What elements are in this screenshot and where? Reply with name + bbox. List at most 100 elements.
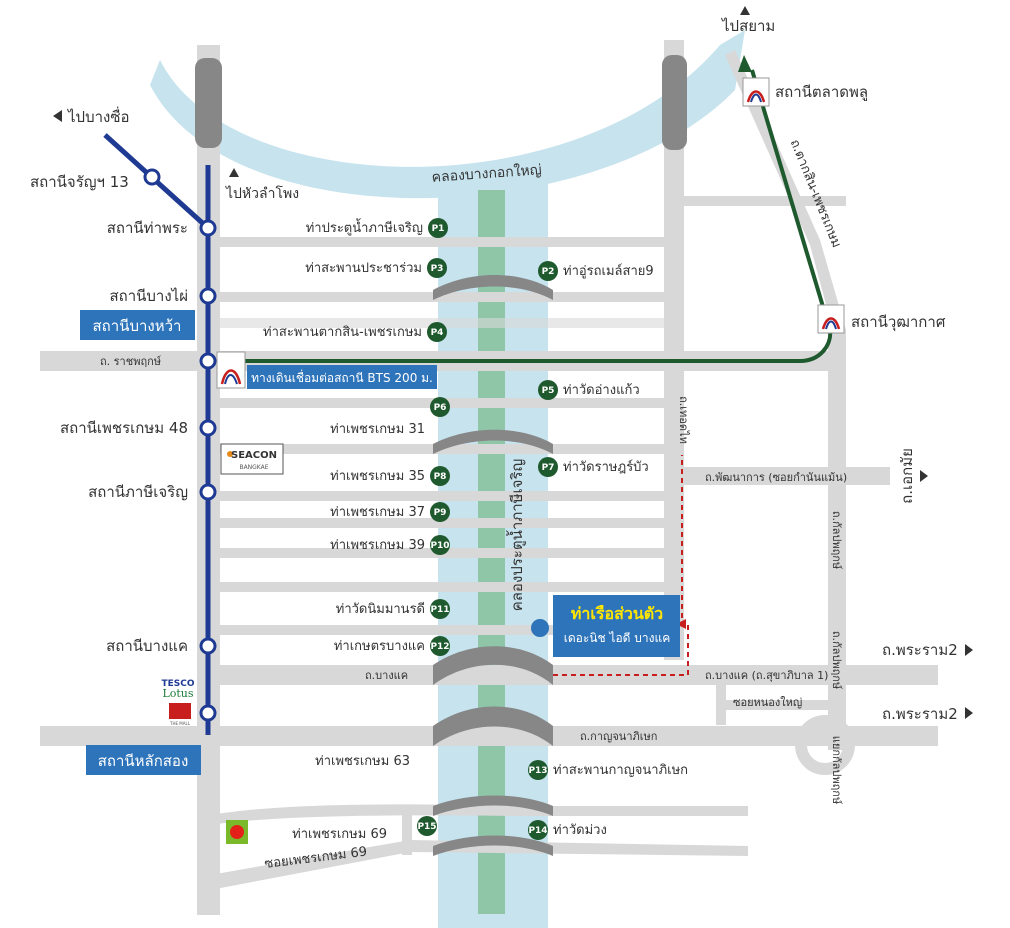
- arrow-up-icon: [740, 6, 750, 15]
- svg-text:P11: P11: [430, 605, 449, 615]
- svg-text:ท่าเพชรเกษม 69: ท่าเพชรเกษม 69: [292, 827, 387, 842]
- direction-bangsue: ไปบางซื่อ: [53, 106, 130, 126]
- the-mall-logo: THE MALL: [169, 703, 191, 726]
- tesco-lotus-logo: TESCO Lotus: [161, 679, 194, 700]
- svg-text:BANGKAE: BANGKAE: [239, 464, 268, 471]
- piers: P1 P2 P3 P4 P5 P6 P7 P8 P9 P10 P11 P12 P…: [417, 218, 558, 840]
- svg-text:ท่าวัดนิมมานรดี: ท่าวัดนิมมานรดี: [336, 601, 425, 617]
- svg-text:P9: P9: [434, 508, 447, 518]
- svg-text:Lotus: Lotus: [162, 687, 193, 700]
- svg-text:ท่าวัดอ่างแก้ว: ท่าวัดอ่างแก้ว: [563, 383, 640, 398]
- svg-text:P15: P15: [417, 822, 436, 832]
- svg-text:P5: P5: [542, 386, 555, 396]
- svg-text:สถานีจรัญฯ 13: สถานีจรัญฯ 13: [30, 173, 129, 191]
- pier-p2: P2: [538, 261, 558, 281]
- pier-p4: P4: [427, 322, 447, 342]
- pier-p10: P10: [430, 535, 450, 555]
- skywalk-badge: ทางเดินเชื่อมต่อสถานี BTS 200 ม.: [247, 365, 437, 389]
- svg-text:ท่าเพชรเกษม 31: ท่าเพชรเกษม 31: [330, 422, 425, 437]
- svg-text:ถ.เอกมัย: ถ.เอกมัย: [898, 448, 916, 504]
- svg-text:ถ.กัลปพฤกษ์: ถ.กัลปพฤกษ์: [830, 631, 843, 690]
- svg-text:ถ.กัลปพฤกษ์: ถ.กัลปพฤกษ์: [830, 511, 843, 570]
- big-c-logo: [226, 820, 248, 844]
- pier-p9: P9: [430, 502, 450, 522]
- svg-text:ทางเดินเชื่อมต่อสถานี BTS 200: ทางเดินเชื่อมต่อสถานี BTS 200 ม.: [251, 369, 433, 385]
- svg-text:P12: P12: [430, 642, 449, 652]
- svg-text:ไปบางซื่อ: ไปบางซื่อ: [67, 106, 130, 126]
- svg-text:P13: P13: [528, 766, 547, 776]
- direction-rama2-lower: ถ.พระราม2: [882, 705, 973, 723]
- pier-p6: P6: [430, 397, 450, 417]
- mrt-stations: สถานีจรัญฯ 13 สถานีท่าพระ สถานีบางไผ่ สถ…: [30, 168, 217, 775]
- station-tha-phra: สถานีท่าพระ: [107, 219, 217, 237]
- svg-text:สถานีวุฒากาศ: สถานีวุฒากาศ: [851, 313, 946, 332]
- svg-text:P10: P10: [430, 541, 449, 551]
- private-pier-route: [553, 455, 689, 676]
- pier-p11: P11: [430, 599, 450, 619]
- svg-text:สถานีตลาดพลู: สถานีตลาดพลู: [775, 83, 868, 101]
- station-lak-song: สถานีหลักสอง: [86, 704, 217, 775]
- svg-text:ถ.พัฒนาการ (ซอยกำนันแม้น): ถ.พัฒนาการ (ซอยกำนันแม้น): [705, 471, 847, 484]
- pier-p1: P1: [428, 218, 448, 238]
- direction-hualamphong: ไปหัวลำโพง: [225, 168, 299, 202]
- svg-text:ไปสยาม: ไปสยาม: [721, 17, 775, 35]
- station-bang-wa-bts: [216, 351, 246, 389]
- svg-text:ถ.พระราม2: ถ.พระราม2: [882, 705, 958, 723]
- svg-text:สถานีท่าพระ: สถานีท่าพระ: [107, 219, 188, 237]
- pier-p15: P15: [417, 816, 437, 836]
- svg-text:ถ. ราชพฤกษ์: ถ. ราชพฤกษ์: [100, 355, 161, 368]
- svg-text:สถานีบางไผ่: สถานีบางไผ่: [109, 287, 188, 305]
- svg-text:สถานีบางแค: สถานีบางแค: [106, 637, 188, 655]
- canal-vertical-label: คลองประตูน้ำภาษีเจริญ: [506, 459, 526, 612]
- svg-text:P4: P4: [431, 328, 444, 338]
- svg-text:สถานีเพชรเกษม 48: สถานีเพชรเกษม 48: [60, 419, 188, 437]
- svg-text:P3: P3: [431, 264, 444, 274]
- svg-text:ท่าเพชรเกษม 39: ท่าเพชรเกษม 39: [330, 538, 425, 553]
- pier-p5: P5: [538, 380, 558, 400]
- arrow-right-icon: [965, 707, 973, 719]
- station-phasi-charoen: สถานีภาษีเจริญ: [88, 483, 217, 501]
- station-bang-phai: สถานีบางไผ่: [109, 287, 217, 305]
- pier-p14: P14: [528, 820, 548, 840]
- svg-text:P8: P8: [434, 472, 447, 482]
- station-charan13: สถานีจรัญฯ 13: [30, 168, 161, 191]
- svg-text:THE MALL: THE MALL: [169, 721, 191, 726]
- svg-text:แยกกัลปพฤกษ์: แยกกัลปพฤกษ์: [830, 736, 843, 805]
- station-bang-khae: สถานีบางแค: [106, 637, 217, 655]
- svg-text:ท่าเพชรเกษม 35: ท่าเพชรเกษม 35: [330, 469, 425, 484]
- svg-text:ท่าวัดม่วง: ท่าวัดม่วง: [553, 823, 607, 838]
- station-phetkasem48: สถานีเพชรเกษม 48: [60, 419, 217, 437]
- pier-p13: P13: [528, 760, 548, 780]
- arrow-left-icon: [53, 110, 62, 122]
- arrow-right-icon: [965, 644, 973, 656]
- svg-text:SEACON: SEACON: [231, 450, 277, 461]
- pier-names: ท่าประตูน้ำภาษีเจริญ ท่าอู่รถเมล์สาย9 ท่…: [263, 218, 688, 842]
- svg-text:ท่าเพชรเกษม 63: ท่าเพชรเกษม 63: [315, 754, 410, 769]
- svg-text:ถ.เทอดไท: ถ.เทอดไท: [677, 396, 690, 444]
- svg-text:P2: P2: [542, 267, 555, 277]
- bts-stations: สถานีตลาดพลู สถานีวุฒากาศ: [216, 77, 946, 389]
- private-pier-callout: ท่าเรือส่วนตัว เดอะนิช ไอดี บางแค: [531, 595, 680, 657]
- svg-text:ถ.พระราม2: ถ.พระราม2: [882, 641, 958, 659]
- arrow-up-icon: [738, 55, 752, 72]
- seacon-logo: SEACON BANGKAE: [220, 443, 284, 475]
- svg-text:ถ.บางแค: ถ.บางแค: [365, 669, 408, 682]
- pier-p3: P3: [427, 258, 447, 278]
- svg-text:ท่าสะพานตากสิน-เพชรเกษม: ท่าสะพานตากสิน-เพชรเกษม: [263, 325, 422, 340]
- svg-text:ท่าเรือส่วนตัว: ท่าเรือส่วนตัว: [571, 604, 663, 623]
- svg-text:ท่าวัดราษฎร์บัว: ท่าวัดราษฎร์บัว: [563, 459, 649, 475]
- svg-text:P1: P1: [432, 224, 445, 234]
- svg-text:ซอยหนองใหญ่: ซอยหนองใหญ่: [733, 696, 802, 709]
- arrow-right-icon: [920, 470, 928, 482]
- svg-text:P14: P14: [528, 826, 547, 836]
- direction-siam: ไปสยาม: [721, 6, 775, 35]
- svg-text:ท่าสะพานประชาร่วม: ท่าสะพานประชาร่วม: [305, 261, 422, 276]
- svg-text:สถานีภาษีเจริญ: สถานีภาษีเจริญ: [88, 483, 188, 501]
- svg-text:ท่าเกษตรบางแค: ท่าเกษตรบางแค: [334, 639, 425, 654]
- svg-text:ท่าอู่รถเมล์สาย9: ท่าอู่รถเมล์สาย9: [563, 263, 654, 279]
- svg-text:ไปหัวลำโพง: ไปหัวลำโพง: [225, 185, 299, 202]
- station-badge: [86, 745, 201, 775]
- station-wutthakat: สถานีวุฒากาศ: [817, 304, 946, 334]
- bridges: [195, 55, 687, 856]
